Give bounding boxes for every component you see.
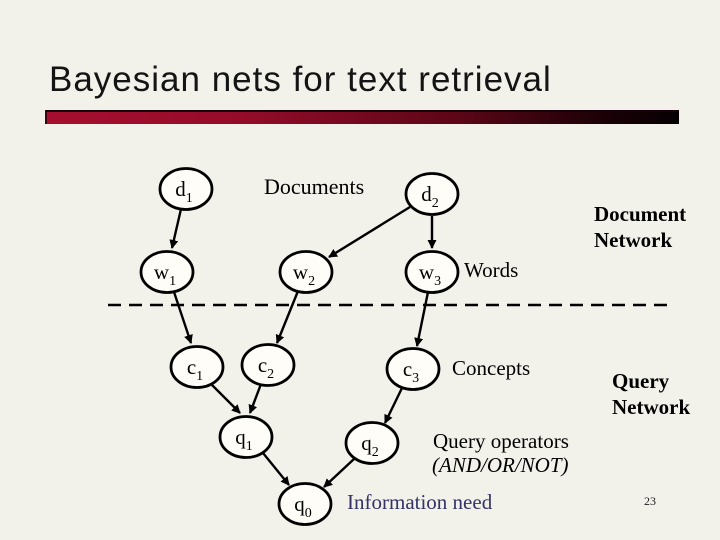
- node-d1: d1: [158, 167, 214, 211]
- node-c2: c2: [240, 343, 296, 387]
- edge-w1-c1: [172, 291, 193, 344]
- node-d2: d2: [404, 172, 460, 216]
- svg-text:w1: w1: [154, 260, 176, 289]
- svg-text:q2: q2: [361, 431, 379, 460]
- information-need-label: Information need: [347, 490, 493, 514]
- svg-text:c3: c3: [403, 357, 419, 386]
- svg-text:q0: q0: [294, 492, 312, 521]
- edge-d2-w2: [328, 205, 411, 259]
- concepts-label: Concepts: [452, 356, 531, 380]
- title-accent-bar: [45, 110, 679, 124]
- edge-c3-q2: [383, 387, 404, 424]
- edge-d1-w1: [169, 208, 183, 249]
- svg-text:d1: d1: [175, 177, 193, 206]
- query-operators-detail-label: (AND/OR/NOT): [432, 453, 569, 477]
- node-q0: q0: [277, 482, 333, 526]
- node-q2: q2: [344, 421, 400, 465]
- node-w2: w2: [278, 250, 334, 294]
- node-w1: w1: [139, 250, 195, 294]
- documents-label: Documents: [264, 174, 365, 199]
- edge-c1-q1: [210, 383, 241, 414]
- edge-w3-c3: [414, 291, 430, 347]
- slide-title: Bayesian nets for text retrieval: [49, 60, 552, 99]
- document-network-label: Document Network: [594, 202, 687, 252]
- svg-text:c1: c1: [187, 355, 203, 384]
- edge-q1-q0: [262, 452, 290, 486]
- edge-w2-c2: [275, 290, 300, 344]
- node-w3: w3: [404, 250, 460, 294]
- svg-text:d2: d2: [421, 182, 439, 211]
- node-c1: c1: [169, 345, 225, 389]
- edge-c2-q1: [248, 383, 263, 414]
- node-c3: c3: [385, 347, 441, 391]
- svg-text:c2: c2: [258, 353, 274, 382]
- svg-text:w3: w3: [419, 260, 441, 289]
- page-number: 23: [644, 494, 656, 508]
- node-q1: q1: [218, 415, 274, 459]
- edge-q2-q0: [323, 458, 355, 488]
- svg-text:w2: w2: [293, 260, 315, 289]
- query-operators-label: Query operators: [433, 429, 569, 453]
- words-label: Words: [464, 258, 519, 282]
- query-network-label: Query Network: [612, 369, 691, 419]
- svg-text:q1: q1: [235, 425, 253, 454]
